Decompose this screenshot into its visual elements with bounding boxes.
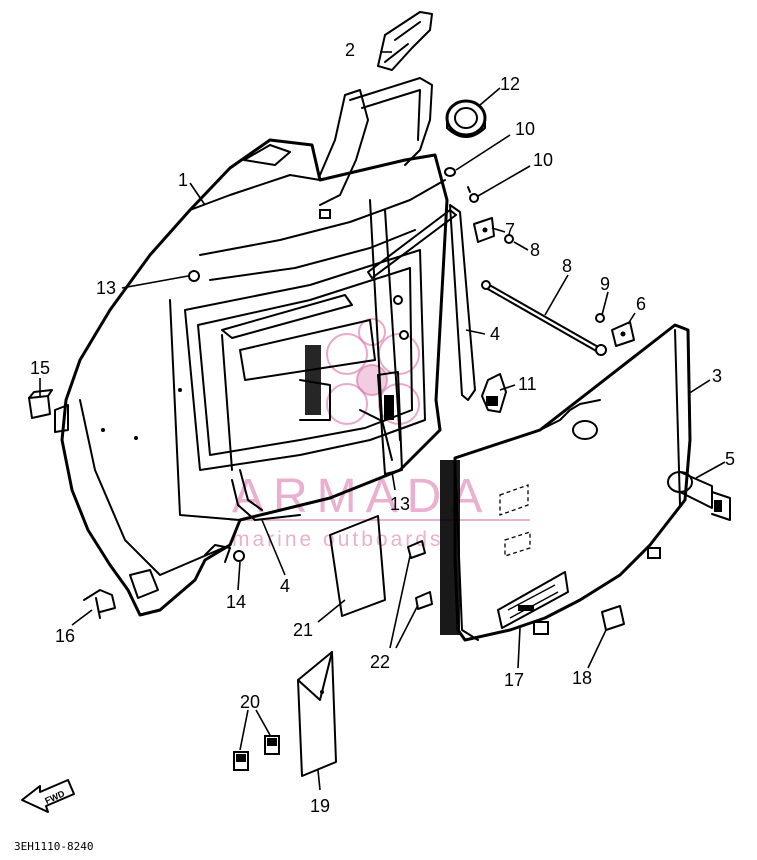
callout-19: 19: [310, 796, 330, 816]
callout-6: 13: [390, 494, 410, 514]
part-14-clip: [83, 589, 116, 619]
forward-arrow-icon: FWD: [21, 779, 75, 813]
part-8-hinge-bracket-lower: [611, 321, 635, 347]
callout-11: 10: [533, 150, 553, 170]
forward-arrow-text: FWD: [43, 788, 66, 806]
callout-13-upper: 13: [96, 278, 116, 298]
part-callouts: 2 1 13 12 10 10 7 8 8 9 6 3 5 4 11 13 15…: [30, 40, 735, 816]
part-9-hinge-rod: [481, 280, 607, 356]
part-20-clip-left: [233, 751, 249, 771]
part-5-lock-cylinder: [667, 471, 731, 521]
callout-7: 18: [572, 668, 592, 688]
part-16-clip: [28, 389, 53, 419]
callout-2: 2: [345, 40, 355, 60]
part-4-seal-strip-upper: [367, 204, 476, 401]
watermark-subtitle: marine outboards: [232, 528, 443, 551]
callout-22: 22: [370, 652, 390, 672]
leader-lines: [39, 51, 726, 791]
callout-4-upper: 4: [490, 324, 500, 344]
callout-5: 5: [725, 449, 735, 469]
callout-1: 1: [178, 170, 188, 190]
diagram-reference-code: 3EH1110-8240: [14, 840, 93, 853]
callout-8-lower: 6: [636, 294, 646, 314]
part-4-seal-strip-lower: [231, 469, 301, 521]
callout-3: 3: [712, 366, 722, 386]
part-8-hinge-bracket-upper: [473, 217, 495, 243]
callout-12: 10: [515, 119, 535, 139]
callout-10-upper: 8: [530, 240, 540, 260]
part-15-latch: [481, 373, 507, 413]
callout-20: 20: [240, 692, 260, 712]
callout-17: 12: [500, 74, 520, 94]
part-20-clip-right: [264, 735, 280, 755]
callout-21: 21: [293, 620, 313, 640]
callout-14: 16: [55, 626, 75, 646]
callout-9: 8: [562, 256, 572, 276]
part-11-screw: [467, 186, 479, 203]
part-10-nut-lower: [595, 313, 605, 323]
callout-16: 15: [30, 358, 50, 378]
part-13-screw-upper: [188, 270, 200, 282]
callout-13-lower: 14: [226, 592, 246, 612]
callout-4-lower: 4: [280, 576, 290, 596]
part-19-pouch: [297, 651, 337, 777]
callout-10-lower: 9: [600, 274, 610, 294]
part-7-cap: [601, 605, 625, 631]
part-6-handle-bracket: [359, 371, 403, 475]
part-22-plate-lower: [415, 591, 433, 610]
callout-8-upper: 7: [505, 220, 515, 240]
callout-18: 17: [504, 670, 524, 690]
part-21-pad: [329, 515, 386, 617]
part-22-plate-upper: [407, 540, 426, 559]
part-12-washer: [444, 167, 456, 177]
part-10-nut-upper: [504, 234, 514, 244]
part-17-grommet: [445, 99, 487, 138]
watermark: ARMADA marine outboards: [230, 318, 530, 551]
callout-15: 11: [518, 374, 537, 394]
part-2-top-clip: [377, 11, 433, 71]
part-13-screw-lower: [233, 550, 245, 562]
part-3-side-cover: [440, 323, 692, 642]
